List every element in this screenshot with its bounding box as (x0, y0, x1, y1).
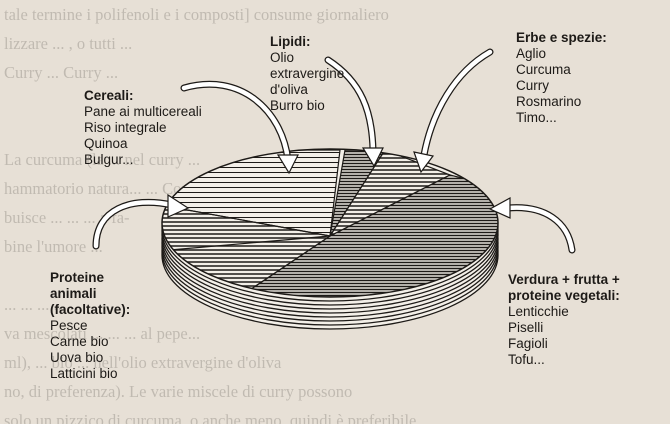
list-item: Timo... (516, 110, 557, 125)
list-item: Fagioli (508, 336, 548, 351)
background-text-line: solo un pizzico di curcuma, o anche meno… (4, 411, 417, 424)
background-text-line: bine l'umore ... (4, 237, 103, 256)
list-item: Carne bio (50, 334, 109, 349)
list-item: Aglio (516, 46, 547, 61)
list-item: Pesce (50, 318, 88, 333)
background-text-line: ml), ... bio ... nell'olio extravergine … (4, 353, 282, 372)
lipidi-title: Lipidi: (270, 34, 311, 49)
proteine-title: Proteine animali (facoltative): (50, 270, 131, 317)
list-item: Quinoa (84, 136, 128, 151)
verdura-items: Lenticchie Piselli Fagioli Tofu... (508, 304, 620, 368)
label-erbe: Erbe e spezie: Aglio Curcuma Curry Rosma… (516, 30, 607, 126)
label-cereali: Cereali: Pane ai multicereali Riso integ… (84, 88, 202, 168)
list-item: Uova bio (50, 350, 104, 365)
background-text-line: La curcuma (la ... nel curry ... (4, 150, 201, 169)
label-verdura: Verdura + frutta + proteine vegetali: Le… (508, 272, 620, 368)
list-item: Piselli (508, 320, 544, 335)
background-text-line: lizzare ... , o tutti ... (4, 34, 133, 53)
background-text-line: Curry ... Curry ... (4, 63, 119, 82)
background-text-line: no, di preferenza). Le varie miscele di … (4, 382, 353, 401)
proteine-items: Pesce Carne bio Uova bio Latticini bio (50, 318, 130, 382)
background-text-line: va mescolati ... ... ... al pepe... (4, 324, 201, 343)
background-text-line: ... ... ... ... ... (4, 295, 83, 314)
arrow-proteine (92, 198, 176, 250)
list-item: Tofu... (508, 352, 545, 367)
list-item: Lenticchie (508, 304, 569, 319)
background-text-line: hammatorio natura... ... Contri- (4, 179, 210, 198)
list-item: Bulgur... (84, 152, 134, 167)
list-item: d'oliva (270, 82, 308, 97)
label-proteine: Proteine animali (facoltative): Pesce Ca… (50, 270, 130, 382)
list-item: Olio (270, 50, 295, 65)
slice-verdura (218, 174, 498, 297)
list-item: Riso integrale (84, 120, 167, 135)
list-item: Curry (516, 78, 549, 93)
erbe-items: Aglio Curcuma Curry Rosmarino Timo... (516, 46, 607, 126)
erbe-title: Erbe e spezie: (516, 30, 607, 45)
list-item: Pane ai multicereali (84, 104, 202, 119)
arrow-erbe (420, 48, 494, 159)
list-item: Curcuma (516, 62, 571, 77)
cereali-items: Pane ai multicereali Riso integrale Quin… (84, 104, 202, 168)
verdura-title: Verdura + frutta + proteine vegetali: (508, 272, 620, 303)
cereali-title: Cereali: (84, 88, 134, 103)
list-item: Burro bio (270, 98, 325, 113)
label-lipidi: Lipidi: Olio extravergine d'oliva Burro … (270, 34, 344, 114)
lipidi-items: Olio extravergine d'oliva Burro bio (270, 50, 344, 114)
background-text-line: buisce ... ... ... a fa- (4, 208, 130, 227)
background-text-line: tale termine i polifenoli e i composti] … (4, 5, 389, 24)
list-item: Latticini bio (50, 366, 118, 381)
list-item: extravergine (270, 66, 345, 81)
list-item: Rosmarino (516, 94, 582, 109)
